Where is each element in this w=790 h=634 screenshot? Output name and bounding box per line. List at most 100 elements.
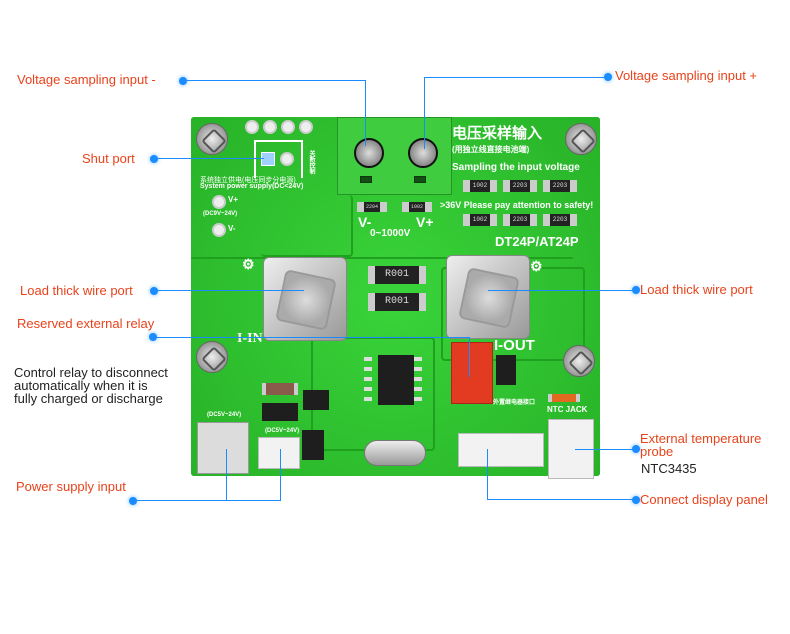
resistor: 1002 <box>402 202 432 212</box>
ntc-model-label: NTC3435 <box>641 461 697 476</box>
leader-line <box>487 499 634 500</box>
callout-line: probe <box>640 444 674 459</box>
callout-external-temperature-probe: External temperature probe <box>640 432 761 458</box>
shut-port-pad-square[interactable] <box>261 152 275 166</box>
leader-line <box>424 77 425 149</box>
callout-dot <box>604 73 612 81</box>
relay-description-note: Control relay to disconnect automaticall… <box>14 366 168 405</box>
callout-shut-port: Shut port <box>82 151 135 166</box>
system-power-vminus-pad[interactable] <box>212 223 226 237</box>
callout-dot <box>632 445 640 453</box>
callout-dot <box>632 496 640 504</box>
callout-power-supply-input: Power supply input <box>16 479 126 494</box>
external-relay-connector[interactable] <box>451 342 493 404</box>
leader-line <box>365 80 366 146</box>
shunt-resistor-bottom: R001 <box>368 293 426 311</box>
system-power-en-label: System power supply(DC<24V) <box>200 183 304 190</box>
system-power-cn-label: 系统独立供电(电压同步分电源) <box>200 177 296 184</box>
terminal-screw-plus[interactable] <box>408 138 438 168</box>
transistor <box>303 390 329 410</box>
leader-line <box>487 449 488 500</box>
callout-dot <box>129 497 137 505</box>
capacitor <box>262 383 298 395</box>
callout-reserved-external-relay: Reserved external relay <box>17 316 155 331</box>
diode <box>302 430 324 460</box>
main-ic-chip <box>378 355 414 405</box>
voltage-range-label: 0~1000V <box>370 228 411 239</box>
leader-line <box>154 290 304 291</box>
ntc-jack-label: NTC JACK <box>547 405 588 414</box>
system-power-vplus-pad[interactable] <box>212 195 226 209</box>
ntc-thermistor <box>548 394 580 402</box>
callout-connect-display-panel: Connect display panel <box>640 492 768 507</box>
callout-dot <box>150 155 158 163</box>
board-subtitle-cn: (用独立线直接电池端) <box>452 145 530 154</box>
resistor: 2203 <box>543 214 577 226</box>
jst-dc-range-label: (DC5V~24V) <box>265 428 300 434</box>
mounting-screw-bottom-right <box>563 345 595 377</box>
shut-port-cn-label: 关断控制 <box>308 150 314 174</box>
safety-warning-label: >36V Please pay attention to safety! <box>440 200 594 210</box>
display-panel-connector[interactable] <box>458 433 544 467</box>
vplus-pad-label: V+ <box>228 195 239 204</box>
screw-symbol-icon: ⚙ <box>242 256 255 272</box>
resistor: 2203 <box>543 180 577 192</box>
callout-line: External temperature <box>640 431 762 446</box>
leader-line <box>154 158 264 159</box>
resistor: 2204 <box>357 202 387 212</box>
wire-slot-minus <box>360 176 372 183</box>
crystal-oscillator <box>364 440 426 466</box>
leader-line <box>469 337 470 377</box>
voltage-sampling-terminal-block[interactable] <box>337 117 452 195</box>
power-regulator <box>262 403 298 421</box>
usb-dc-range-label: (DC5V~24V) <box>207 412 242 418</box>
shut-port-outline <box>254 140 303 178</box>
resistor: 2203 <box>503 180 537 192</box>
load-terminal-out[interactable] <box>446 255 530 339</box>
vminus-label: V- <box>358 214 372 230</box>
i-out-label: I-OUT <box>494 337 535 354</box>
callout-dot <box>632 286 640 294</box>
vplus-label: V+ <box>416 214 434 230</box>
resistor: 2203 <box>503 214 537 226</box>
callout-load-wire-port-left: Load thick wire port <box>20 283 133 298</box>
callout-dot <box>150 287 158 295</box>
shut-port-pad-round[interactable] <box>280 152 294 166</box>
terminal-screw-minus[interactable] <box>354 138 384 168</box>
note-line: Control relay to disconnect <box>14 365 168 380</box>
relay-port-cn-label: 外置继电器接口 <box>493 400 536 406</box>
callout-dot <box>179 77 187 85</box>
leader-line <box>153 337 469 338</box>
ic-pin-row <box>414 355 444 405</box>
leader-line <box>575 449 634 450</box>
i-in-label: I-IN <box>237 331 263 346</box>
mounting-screw-top-right <box>565 123 597 155</box>
note-line: fully charged or discharge <box>14 391 163 406</box>
note-line: automatically when it is <box>14 378 148 393</box>
board-model-label: DT24P/AT24P <box>495 234 579 249</box>
leader-line <box>133 500 281 501</box>
leader-line <box>424 77 606 78</box>
resistor: 1002 <box>463 180 497 192</box>
load-terminal-in[interactable] <box>263 257 347 341</box>
mounting-screw-bottom-left <box>196 341 228 373</box>
callout-voltage-sampling-plus: Voltage sampling input + <box>615 68 758 83</box>
shunt-resistor-top: R001 <box>368 266 426 284</box>
callout-load-wire-port-right: Load thick wire port <box>640 282 753 297</box>
shut-header-pins <box>245 120 313 134</box>
screw-symbol-icon: ⚙ <box>530 258 543 274</box>
callout-voltage-sampling-minus: Voltage sampling input - <box>17 72 156 87</box>
leader-line <box>226 449 227 501</box>
trace <box>261 195 353 257</box>
trace <box>191 257 573 259</box>
leader-line <box>183 80 366 81</box>
leader-line <box>488 290 634 291</box>
vminus-pad-label: V- <box>228 224 236 233</box>
sampling-label-en: Sampling the input voltage <box>452 162 580 173</box>
micro-usb-power-port[interactable] <box>197 422 249 474</box>
resistor: 1002 <box>463 214 497 226</box>
wire-slot-plus <box>414 176 426 183</box>
dc-range-label: (DC9V~24V) <box>203 211 238 217</box>
diode-chip <box>496 355 516 385</box>
jst-power-port[interactable] <box>258 437 300 469</box>
